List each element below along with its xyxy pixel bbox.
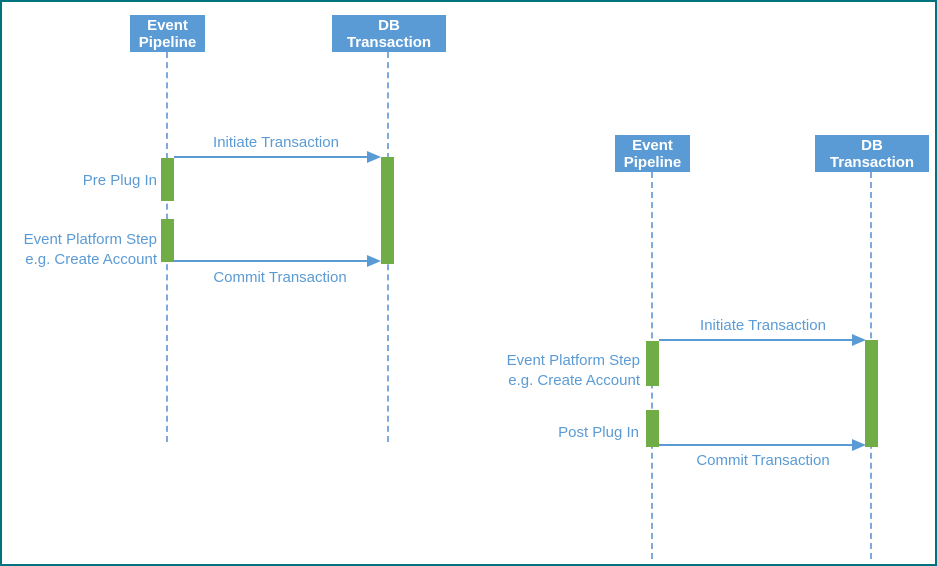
actor-box-event-pipeline: Event Pipeline <box>130 15 205 52</box>
actor-label-line2: Transaction <box>829 154 915 171</box>
activation-bar-pre-plug-in <box>161 158 174 201</box>
activation-label-line2: e.g. Create Account <box>25 251 157 268</box>
activation-label-pre-plug-in: Pre Plug In <box>82 172 157 189</box>
activation-bar-event-platform-step <box>646 341 659 386</box>
arrowhead-right-icon <box>367 255 381 267</box>
message-line-initiate <box>659 339 852 341</box>
actor-label-line1: DB <box>861 137 883 154</box>
message-line-initiate <box>174 156 367 158</box>
message-line-commit <box>659 444 852 446</box>
activation-label-line1: Event Platform Step <box>506 352 640 369</box>
actor-label-line2: Transaction <box>346 34 432 51</box>
activation-bar-post-plug-in <box>646 410 659 447</box>
activation-label-line2: e.g. Create Account <box>508 372 640 389</box>
activation-label-line1: Event Platform Step <box>23 231 157 248</box>
message-label-commit-transaction: Commit Transaction <box>213 269 347 286</box>
actor-box-db-transaction: DB Transaction <box>815 135 929 172</box>
activation-bar-db-transaction <box>381 157 394 264</box>
activation-bar-event-platform-step <box>161 219 174 262</box>
message-line-commit <box>174 260 367 262</box>
message-label-commit-transaction: Commit Transaction <box>696 452 830 469</box>
actor-label-line2: Pipeline <box>138 34 197 51</box>
actor-label-line1: Event <box>147 17 188 34</box>
actor-label-line1: DB <box>378 17 400 34</box>
activation-label-post-plug-in: Post Plug In <box>558 424 639 441</box>
message-label-initiate-transaction: Initiate Transaction <box>213 134 339 151</box>
arrowhead-right-icon <box>852 334 866 346</box>
arrowhead-right-icon <box>367 151 381 163</box>
actor-box-event-pipeline: Event Pipeline <box>615 135 690 172</box>
actor-label-line1: Event <box>632 137 673 154</box>
activation-label-event-platform-step: Event Platform Step e.g. Create Account <box>490 351 640 391</box>
arrowhead-right-icon <box>852 439 866 451</box>
activation-bar-db-transaction <box>865 340 878 447</box>
actor-label-line2: Pipeline <box>623 154 682 171</box>
activation-label-event-platform-step: Event Platform Step e.g. Create Account <box>7 230 157 270</box>
actor-box-db-transaction: DB Transaction <box>332 15 446 52</box>
message-label-initiate-transaction: Initiate Transaction <box>700 317 826 334</box>
